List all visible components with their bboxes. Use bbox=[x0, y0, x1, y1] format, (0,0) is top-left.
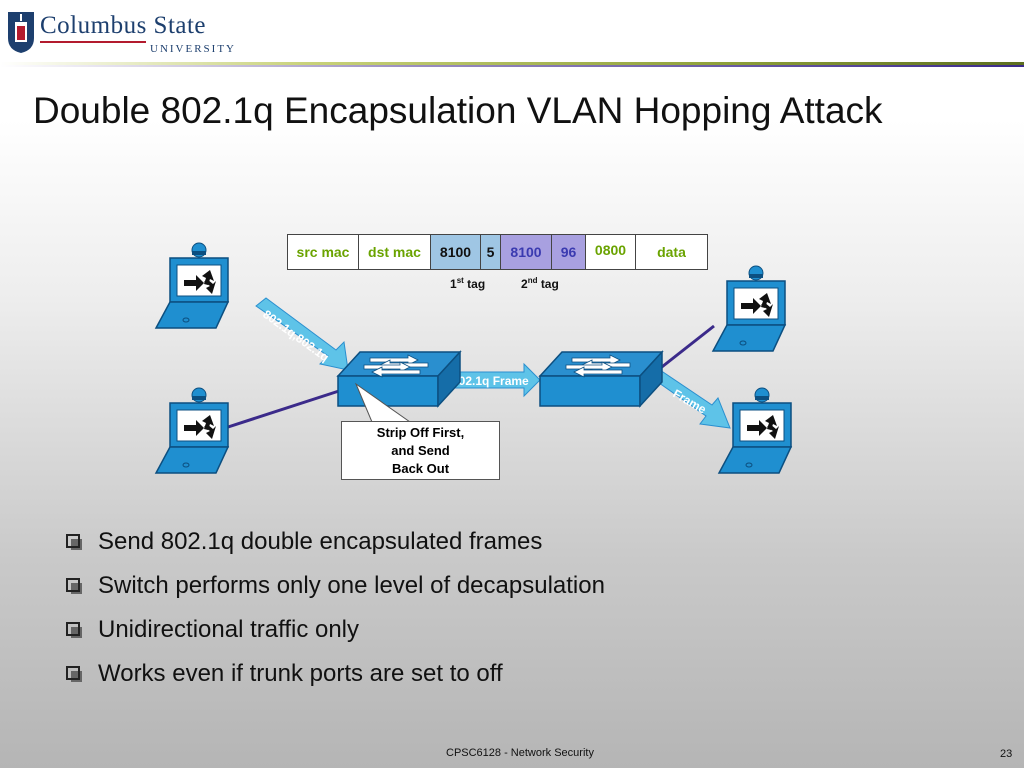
logo-subtitle: UNIVERSITY bbox=[150, 43, 236, 55]
link-switch2-host bbox=[657, 324, 715, 372]
header: Columbus State UNIVERSITY bbox=[0, 0, 1024, 62]
slide-title: Double 802.1q Encapsulation VLAN Hopping… bbox=[33, 90, 883, 131]
callout-line-1: Strip Off First, bbox=[376, 425, 465, 440]
logo-divider bbox=[40, 41, 146, 43]
callout-line-2: and Send bbox=[391, 443, 450, 458]
callout-line-3: Back Out bbox=[391, 461, 450, 476]
bullet-item: Unidirectional traffic only bbox=[62, 613, 605, 657]
laptop-attacker-top bbox=[155, 242, 229, 329]
university-logo: Columbus State UNIVERSITY bbox=[6, 8, 256, 58]
shield-icon bbox=[8, 12, 34, 53]
bullet-list: Send 802.1q double encapsulated frames S… bbox=[62, 525, 605, 701]
header-stripe-green bbox=[0, 62, 1024, 65]
laptop-victim-right-bottom bbox=[718, 387, 792, 474]
page-number: 23 bbox=[1000, 748, 1013, 760]
frame-arrow: Frame bbox=[651, 369, 731, 429]
second-tag-label: 2nd tag bbox=[521, 276, 559, 291]
checkbox-bullet-icon bbox=[66, 534, 82, 550]
footer-course: CPSC6128 - Network Security bbox=[446, 747, 594, 759]
frame-tag1-type: 8100 bbox=[430, 234, 481, 270]
laptop-host-right-top bbox=[712, 265, 786, 352]
switch-2 bbox=[539, 351, 663, 407]
first-tag-label: 1st tag bbox=[450, 276, 486, 291]
bullet-item: Works even if trunk ports are set to off bbox=[62, 657, 605, 701]
bullet-item: Switch performs only one level of decaps… bbox=[62, 569, 605, 613]
bullet-item: Send 802.1q double encapsulated frames bbox=[62, 525, 605, 569]
link-attacker-switch1 bbox=[224, 388, 343, 430]
strip-tag-callout: Strip Off First, and Send Back Out bbox=[341, 421, 500, 480]
checkbox-bullet-icon bbox=[66, 578, 82, 594]
trunk-label: 802.1q Frame bbox=[452, 374, 529, 388]
checkbox-bullet-icon bbox=[66, 622, 82, 638]
frame-src-mac: src mac bbox=[287, 234, 359, 270]
frame-ethertype: 0800 bbox=[585, 234, 636, 270]
logo-wordmark: Columbus State bbox=[40, 12, 207, 39]
switch-1 bbox=[337, 351, 461, 407]
checkbox-bullet-icon bbox=[66, 666, 82, 682]
trunk-arrow: 802.1q Frame bbox=[445, 362, 541, 398]
frame-dst-mac: dst mac bbox=[358, 234, 431, 270]
frame-data: data bbox=[635, 234, 708, 270]
double-tag-arrow: 802.1q,802.1q bbox=[255, 297, 349, 371]
double-tag-label: 802.1q,802.1q bbox=[260, 307, 331, 364]
laptop-attacker-bottom bbox=[155, 387, 229, 474]
header-stripe-purple bbox=[0, 65, 1024, 67]
frame-tag2-vlan: 96 bbox=[551, 234, 586, 270]
